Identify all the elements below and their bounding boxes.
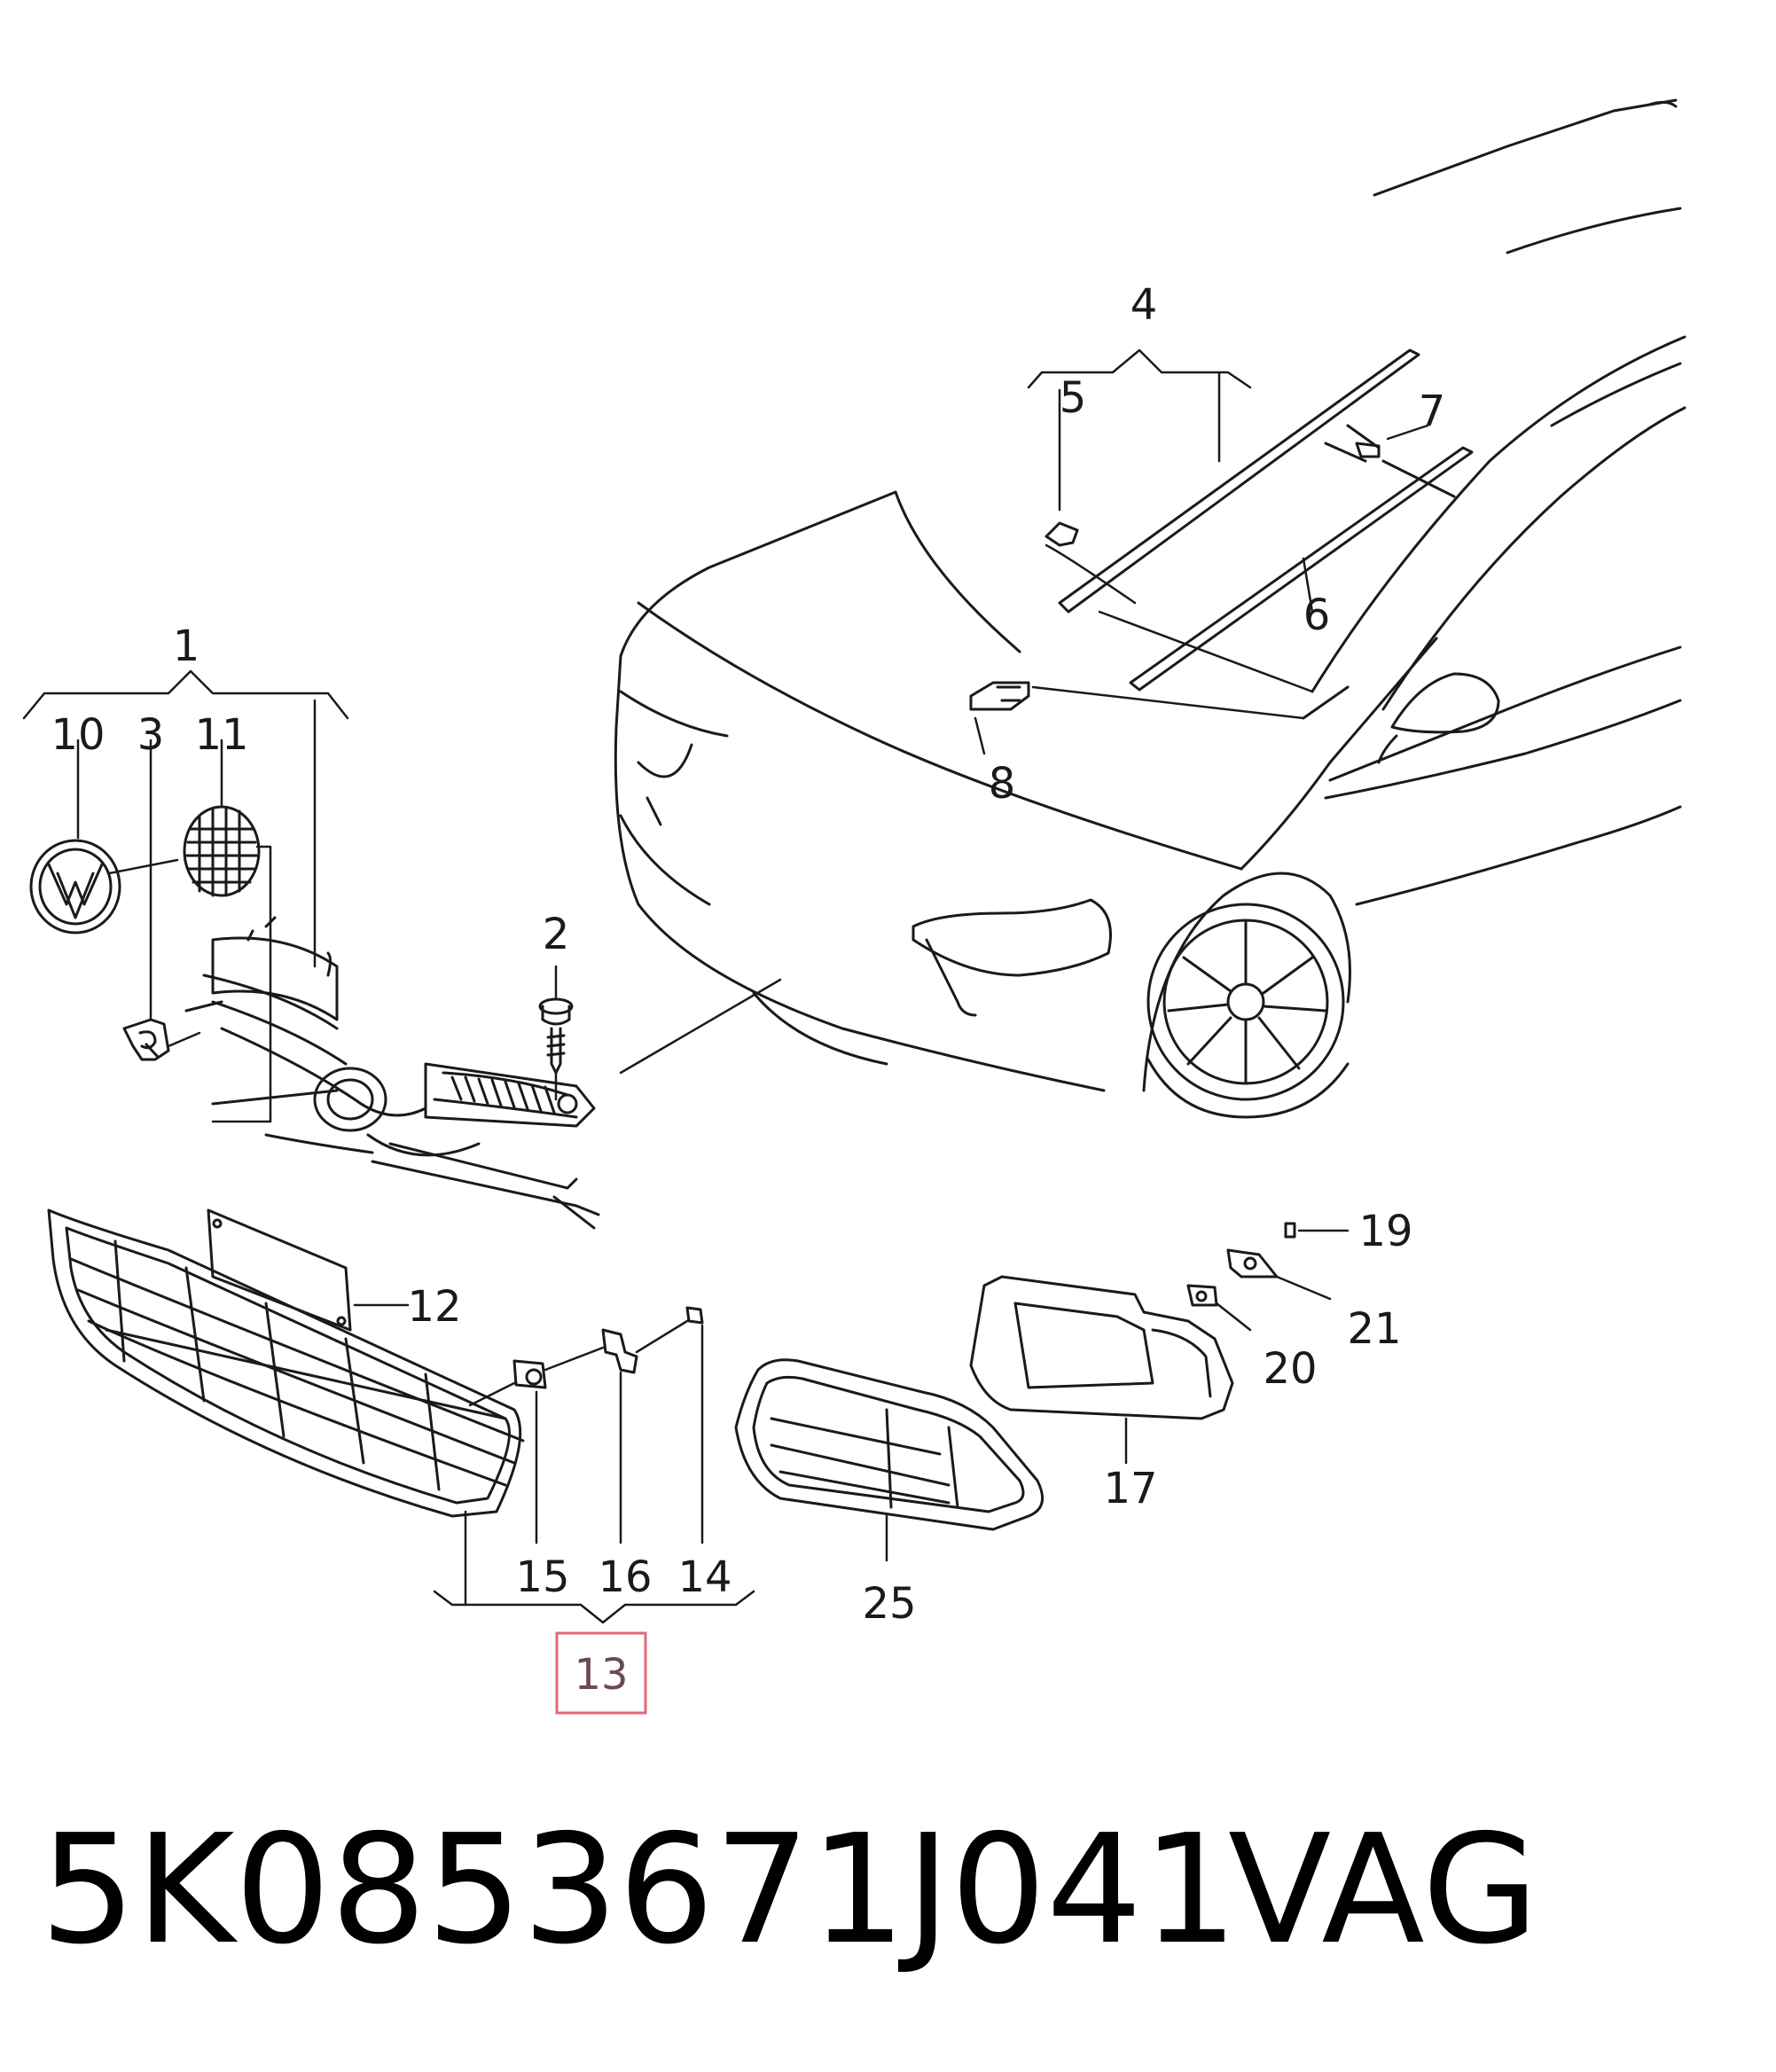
trim-strips — [969, 348, 1474, 711]
brand-name: VAG — [1228, 1802, 1538, 1978]
callout-2: 2 — [543, 910, 570, 959]
callout-19: 19 — [1358, 1207, 1412, 1256]
callout-10: 10 — [51, 710, 105, 760]
callout-5: 5 — [1060, 373, 1087, 423]
lower-grille — [47, 1208, 704, 1518]
callout-17: 17 — [1103, 1464, 1157, 1513]
leader-lines — [22, 348, 1429, 1624]
callout-8: 8 — [989, 759, 1016, 809]
part-number: 5K0853671J041 — [40, 1802, 1238, 1978]
callout-15: 15 — [515, 1552, 569, 1602]
highlight-box — [555, 1631, 647, 1715]
callout-20: 20 — [1263, 1344, 1317, 1394]
callout-11: 11 — [194, 710, 248, 760]
callout-1: 1 — [173, 622, 200, 671]
car-body-outline — [614, 98, 1686, 1092]
screw — [538, 997, 574, 1075]
callout-14: 14 — [677, 1552, 732, 1602]
callout-12: 12 — [407, 1282, 461, 1332]
callout-16: 16 — [598, 1552, 652, 1602]
mesh-insert — [183, 805, 261, 897]
front-wheel — [1146, 903, 1350, 1119]
small-clips — [1186, 1222, 1296, 1307]
callout-21: 21 — [1347, 1304, 1401, 1354]
vw-badge — [29, 839, 121, 934]
callout-4: 4 — [1131, 280, 1158, 330]
fog-bezel — [969, 1275, 1234, 1420]
callout-7: 7 — [1419, 387, 1446, 436]
callout-13: 13 — [574, 1650, 628, 1700]
upper-grille — [184, 916, 600, 1230]
callout-25: 25 — [862, 1579, 916, 1629]
fog-lamp-grille — [734, 1358, 1044, 1531]
callout-3: 3 — [137, 710, 165, 760]
highlighted-callout-13[interactable]: 13 — [555, 1631, 647, 1715]
r-badge — [122, 1018, 170, 1061]
callout-6: 6 — [1303, 590, 1331, 640]
